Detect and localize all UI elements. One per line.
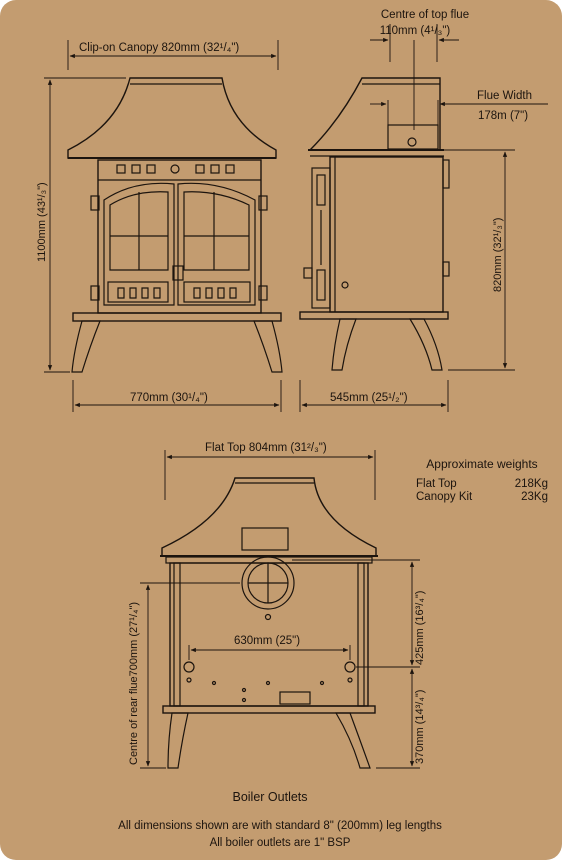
bsp-note: All boiler outlets are 1" BSP	[209, 837, 351, 849]
flat-top-width-label: Flat Top 804mm (31²/₃")	[205, 442, 327, 454]
top-flue-value: 110mm (4¹/₃")	[379, 25, 451, 37]
flue-width-title: Flue Width	[477, 90, 532, 102]
side-depth-label: 545mm (25¹/₂")	[330, 392, 408, 404]
total-height-label: 1100mm (43¹/₃")	[36, 182, 48, 262]
canopy-width-label: Clip-on Canopy 820mm (32¹/₄")	[79, 42, 240, 54]
rear-view	[160, 477, 378, 769]
weight-name: Flat Top	[416, 478, 457, 490]
flue-width-value: 178m (7")	[478, 110, 529, 122]
boiler-outlets-caption: Boiler Outlets	[232, 790, 308, 804]
front-view	[67, 77, 283, 373]
weights-title: Approximate weights	[426, 457, 538, 471]
weight-row-canopy-kit: Canopy Kit 23Kg	[412, 491, 552, 504]
weight-row-flat-top: Flat Top 218Kg	[412, 478, 552, 491]
rear-lower-height-label: 370mm (14³/₄")	[414, 689, 426, 764]
legs-note: All dimensions shown are with standard 8…	[118, 820, 442, 832]
weight-value: 23Kg	[521, 491, 548, 503]
rear-flue-height-label: Centre of rear flue700mm (27¹/₄")	[128, 601, 140, 765]
front-width-label: 770mm (30¹/₄")	[130, 392, 208, 404]
rear-inner-width-label: 630mm (25")	[234, 635, 301, 647]
weight-name: Canopy Kit	[416, 491, 473, 503]
rear-upper-height-label: 425mm (16³/₄")	[414, 590, 426, 665]
top-flue-title: Centre of top flue	[380, 9, 470, 21]
side-view	[299, 77, 450, 371]
side-height-label: 820mm (32¹/₃")	[492, 217, 504, 292]
approximate-weights: Approximate weights Flat Top 218Kg Canop…	[412, 457, 552, 504]
weight-value: 218Kg	[514, 478, 548, 490]
